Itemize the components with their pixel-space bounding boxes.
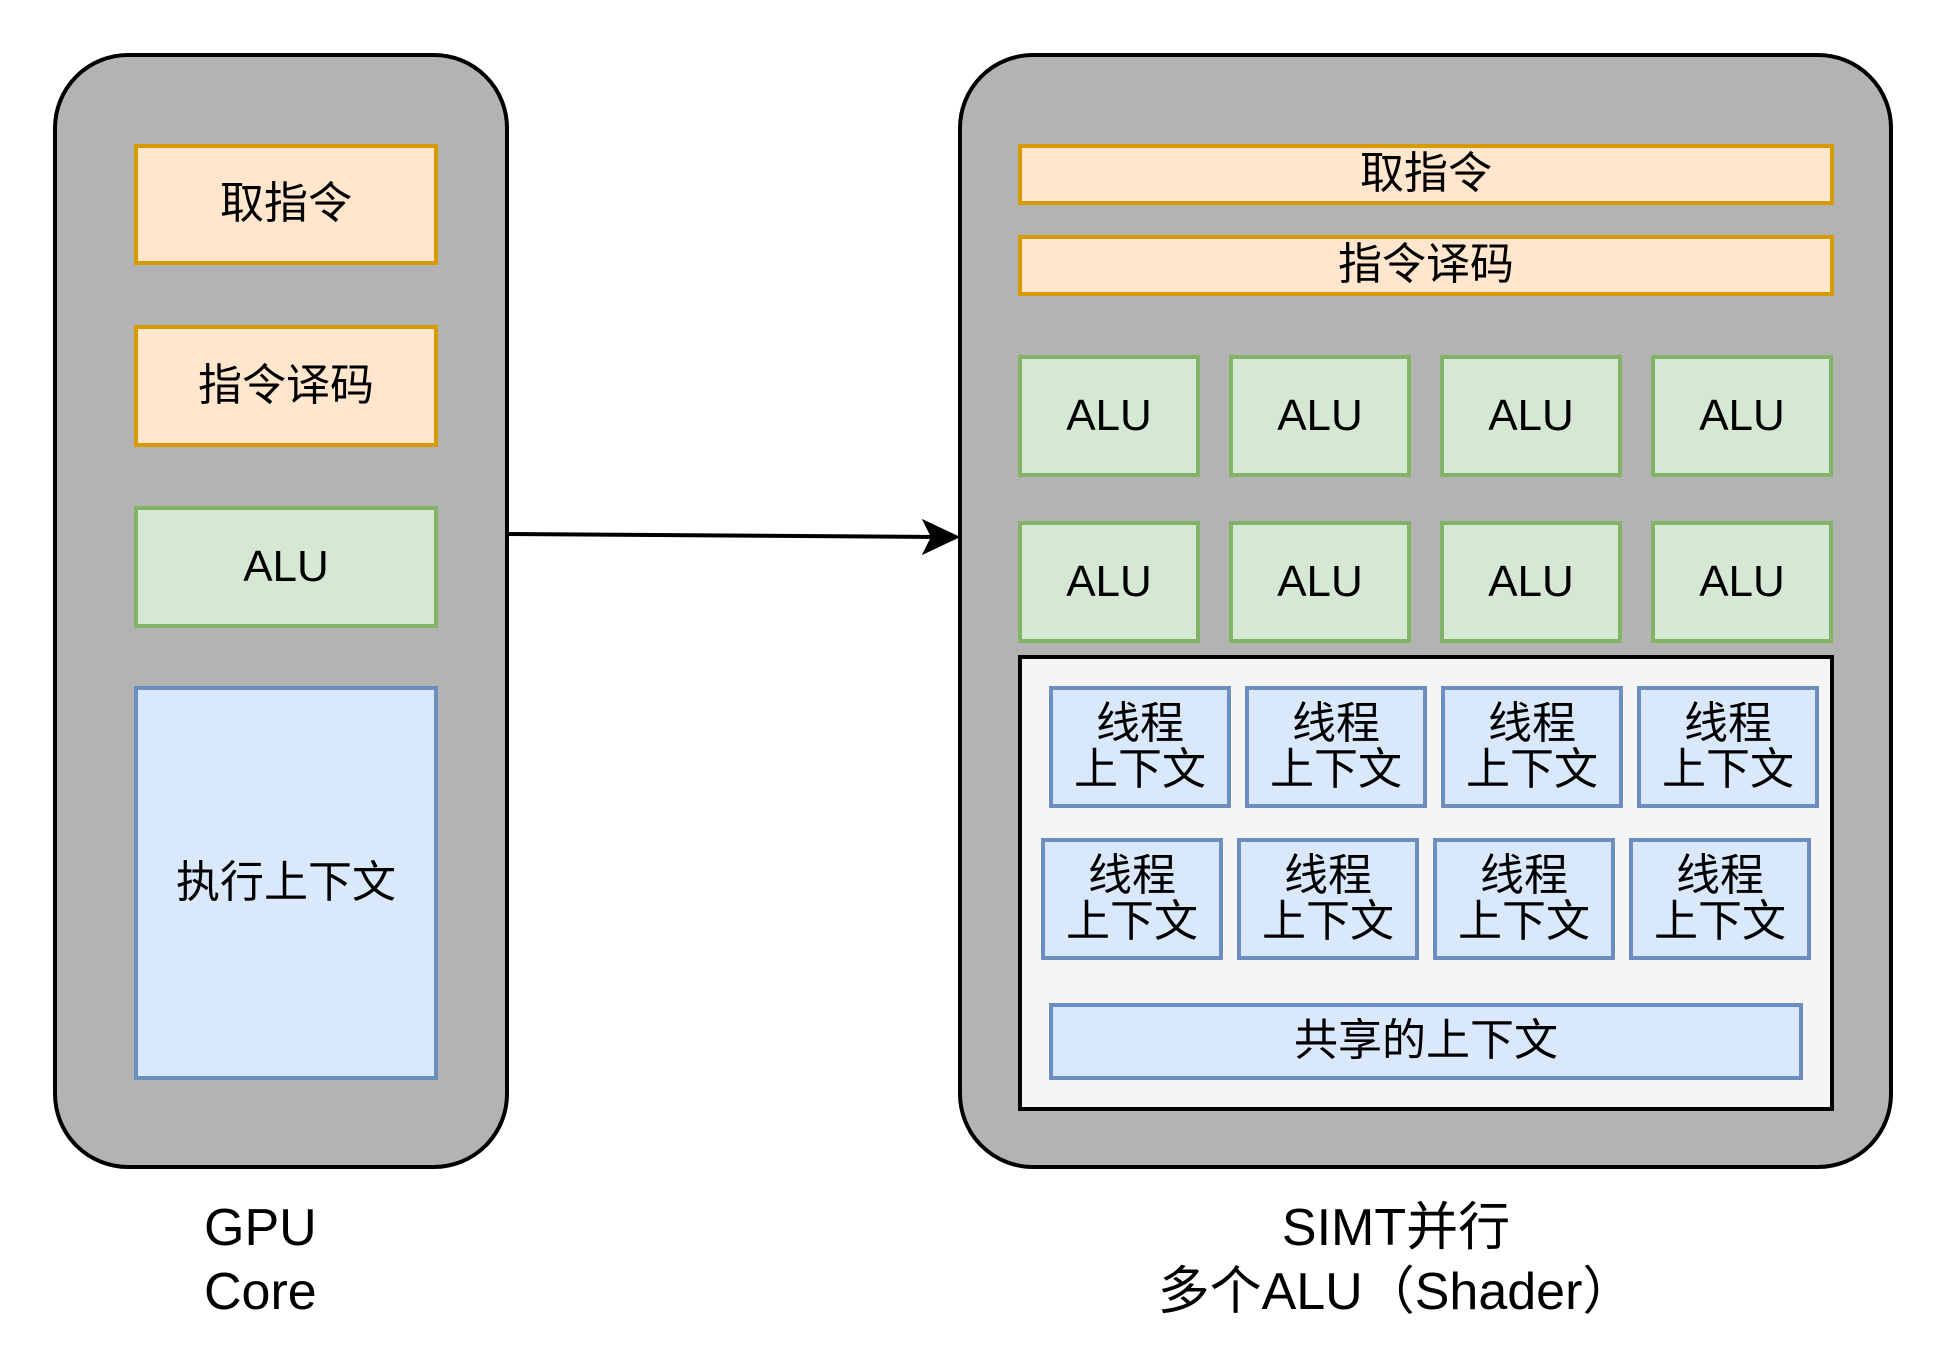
- thread-context-box: 线程 上下文: [1049, 686, 1231, 808]
- thread-context-box: 线程 上下文: [1245, 686, 1427, 808]
- context-label: 上下文: [1466, 745, 1598, 794]
- context-label: 上下文: [1662, 745, 1794, 794]
- context-label: 上下文: [1066, 897, 1198, 946]
- thread-context-box: 线程 上下文: [1237, 838, 1419, 960]
- caption-line: GPU: [204, 1199, 317, 1257]
- alu-box: ALU: [134, 506, 438, 628]
- alu-box: ALU: [1651, 521, 1833, 643]
- alu-box: ALU: [1229, 355, 1411, 477]
- alu-box: ALU: [1018, 521, 1200, 643]
- execution-context-box: 执行上下文: [134, 686, 438, 1080]
- context-label: 上下文: [1458, 897, 1590, 946]
- context-label: 上下文: [1270, 745, 1402, 794]
- thread-context-box: 线程 上下文: [1041, 838, 1223, 960]
- fetch-instruction-box: 取指令: [134, 144, 438, 265]
- context-label: 上下文: [1654, 897, 1786, 946]
- caption-line: Core: [204, 1263, 317, 1321]
- alu-box: ALU: [1229, 521, 1411, 643]
- thread-context-box: 线程 上下文: [1441, 686, 1623, 808]
- alu-box: ALU: [1018, 355, 1200, 477]
- thread-context-box: 线程 上下文: [1433, 838, 1615, 960]
- simt-caption: SIMT并行 多个ALU（Shader）: [1096, 1196, 1696, 1324]
- thread-context-box: 线程 上下文: [1629, 838, 1811, 960]
- context-label: 上下文: [1262, 897, 1394, 946]
- thread-label: 线程: [1676, 850, 1764, 900]
- thread-context-box: 线程 上下文: [1637, 686, 1819, 808]
- fetch-instruction-bar: 取指令: [1018, 144, 1834, 205]
- arrow-shaft: [508, 532, 937, 539]
- decode-instruction-box: 指令译码: [134, 325, 438, 447]
- context-label: 上下文: [1074, 745, 1206, 794]
- decode-instruction-bar: 指令译码: [1018, 235, 1834, 296]
- shared-context-box: 共享的上下文: [1049, 1003, 1803, 1080]
- gpu-core-caption: GPU Core: [204, 1196, 317, 1324]
- thread-label: 线程: [1488, 698, 1576, 748]
- alu-box: ALU: [1440, 521, 1622, 643]
- thread-label: 线程: [1088, 850, 1176, 900]
- thread-label: 线程: [1480, 850, 1568, 900]
- thread-label: 线程: [1284, 850, 1372, 900]
- thread-label: 线程: [1096, 698, 1184, 748]
- arrow-head: [921, 518, 961, 556]
- caption-line: SIMT并行: [1281, 1199, 1511, 1257]
- alu-box: ALU: [1651, 355, 1833, 477]
- thread-label: 线程: [1684, 698, 1772, 748]
- caption-line: 多个ALU（Shader）: [1157, 1263, 1635, 1321]
- alu-box: ALU: [1440, 355, 1622, 477]
- thread-label: 线程: [1292, 698, 1380, 748]
